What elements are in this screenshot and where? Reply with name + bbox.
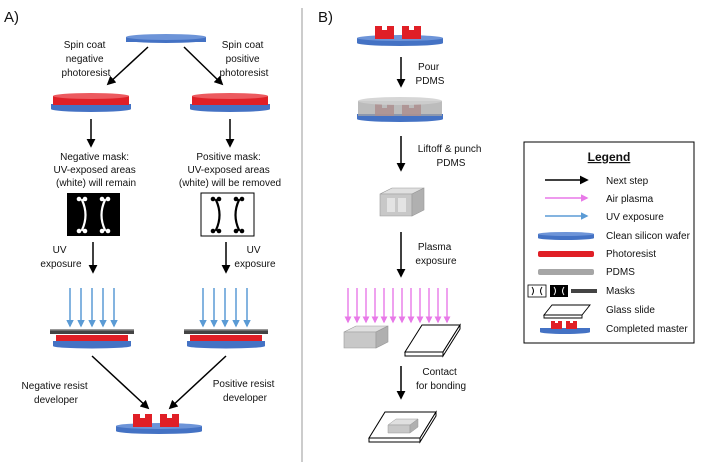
positive-developer-label: Positive resist developer bbox=[213, 379, 277, 404]
legend-box bbox=[523, 141, 695, 344]
positive-coated-wafer bbox=[190, 93, 270, 112]
positive-mask-label: Positive mask: UV-exposed areas (white) … bbox=[179, 152, 281, 189]
glass-slide-plasma bbox=[404, 323, 461, 358]
legend-pdms-icon bbox=[538, 269, 594, 275]
exposure-stack-right bbox=[184, 329, 268, 349]
plasma-exposure-label: Plasma exposure bbox=[415, 242, 457, 267]
completed-master-a bbox=[116, 414, 202, 434]
legend-item-pdms: PDMS bbox=[606, 267, 635, 278]
uv-rays-right bbox=[199, 288, 251, 328]
next-step-arrow bbox=[91, 355, 150, 410]
negative-mask-icon bbox=[67, 193, 120, 236]
positive-mask-icon bbox=[200, 192, 255, 237]
legend-masks-icon bbox=[527, 284, 597, 298]
pour-pdms-label: Pour PDMS bbox=[416, 62, 445, 87]
next-step-arrow bbox=[183, 46, 224, 86]
liftoff-punch-label: Liftoff & punch PDMS bbox=[418, 144, 485, 169]
spin-coat-negative-label: Spin coat negative photoresist bbox=[62, 40, 111, 79]
legend-item-masks: Masks bbox=[606, 286, 635, 297]
pdms-block bbox=[379, 187, 425, 217]
clean-wafer-top bbox=[126, 34, 206, 43]
bonded-device bbox=[368, 410, 437, 444]
legend-item-photoresist: Photoresist bbox=[606, 249, 656, 260]
next-step-arrow bbox=[106, 46, 149, 86]
legend-photoresist-icon bbox=[538, 251, 594, 257]
legend-completed-master-icon bbox=[540, 321, 590, 334]
panel-a-label: A) bbox=[4, 9, 19, 26]
uv-exposure-left-label: UV exposure bbox=[40, 245, 82, 270]
contact-bonding-label: Contact for bonding bbox=[416, 367, 466, 392]
negative-developer-label: Negative resist developer bbox=[22, 381, 91, 406]
panel-b-label: B) bbox=[318, 9, 333, 26]
legend-item-uv-exposure: UV exposure bbox=[606, 212, 664, 223]
next-step-arrow bbox=[168, 355, 227, 410]
air-plasma-rays bbox=[344, 288, 451, 324]
legend-title: Legend bbox=[588, 150, 631, 164]
legend-glass-slide-icon bbox=[543, 304, 591, 319]
spin-coat-positive-label: Spin coat positive photoresist bbox=[220, 40, 269, 79]
master-b-top bbox=[357, 26, 443, 46]
legend-item-next-step: Next step bbox=[606, 176, 649, 187]
legend-item-clean-wafer: Clean silicon wafer bbox=[606, 231, 691, 242]
exposure-stack-left bbox=[50, 329, 134, 349]
negative-mask-label: Negative mask: UV-exposed areas (white) … bbox=[53, 152, 138, 189]
legend-item-glass-slide: Glass slide bbox=[606, 305, 655, 316]
pdms-block-plasma bbox=[343, 325, 389, 349]
legend-item-completed-master: Completed master bbox=[606, 324, 688, 335]
uv-exposure-right-label: UV exposure bbox=[234, 245, 276, 270]
legend-wafer-icon bbox=[538, 232, 594, 240]
negative-coated-wafer bbox=[51, 93, 131, 112]
pdms-poured-wafer bbox=[357, 97, 443, 122]
legend-item-air-plasma: Air plasma bbox=[606, 194, 654, 205]
uv-rays-left bbox=[66, 288, 118, 328]
